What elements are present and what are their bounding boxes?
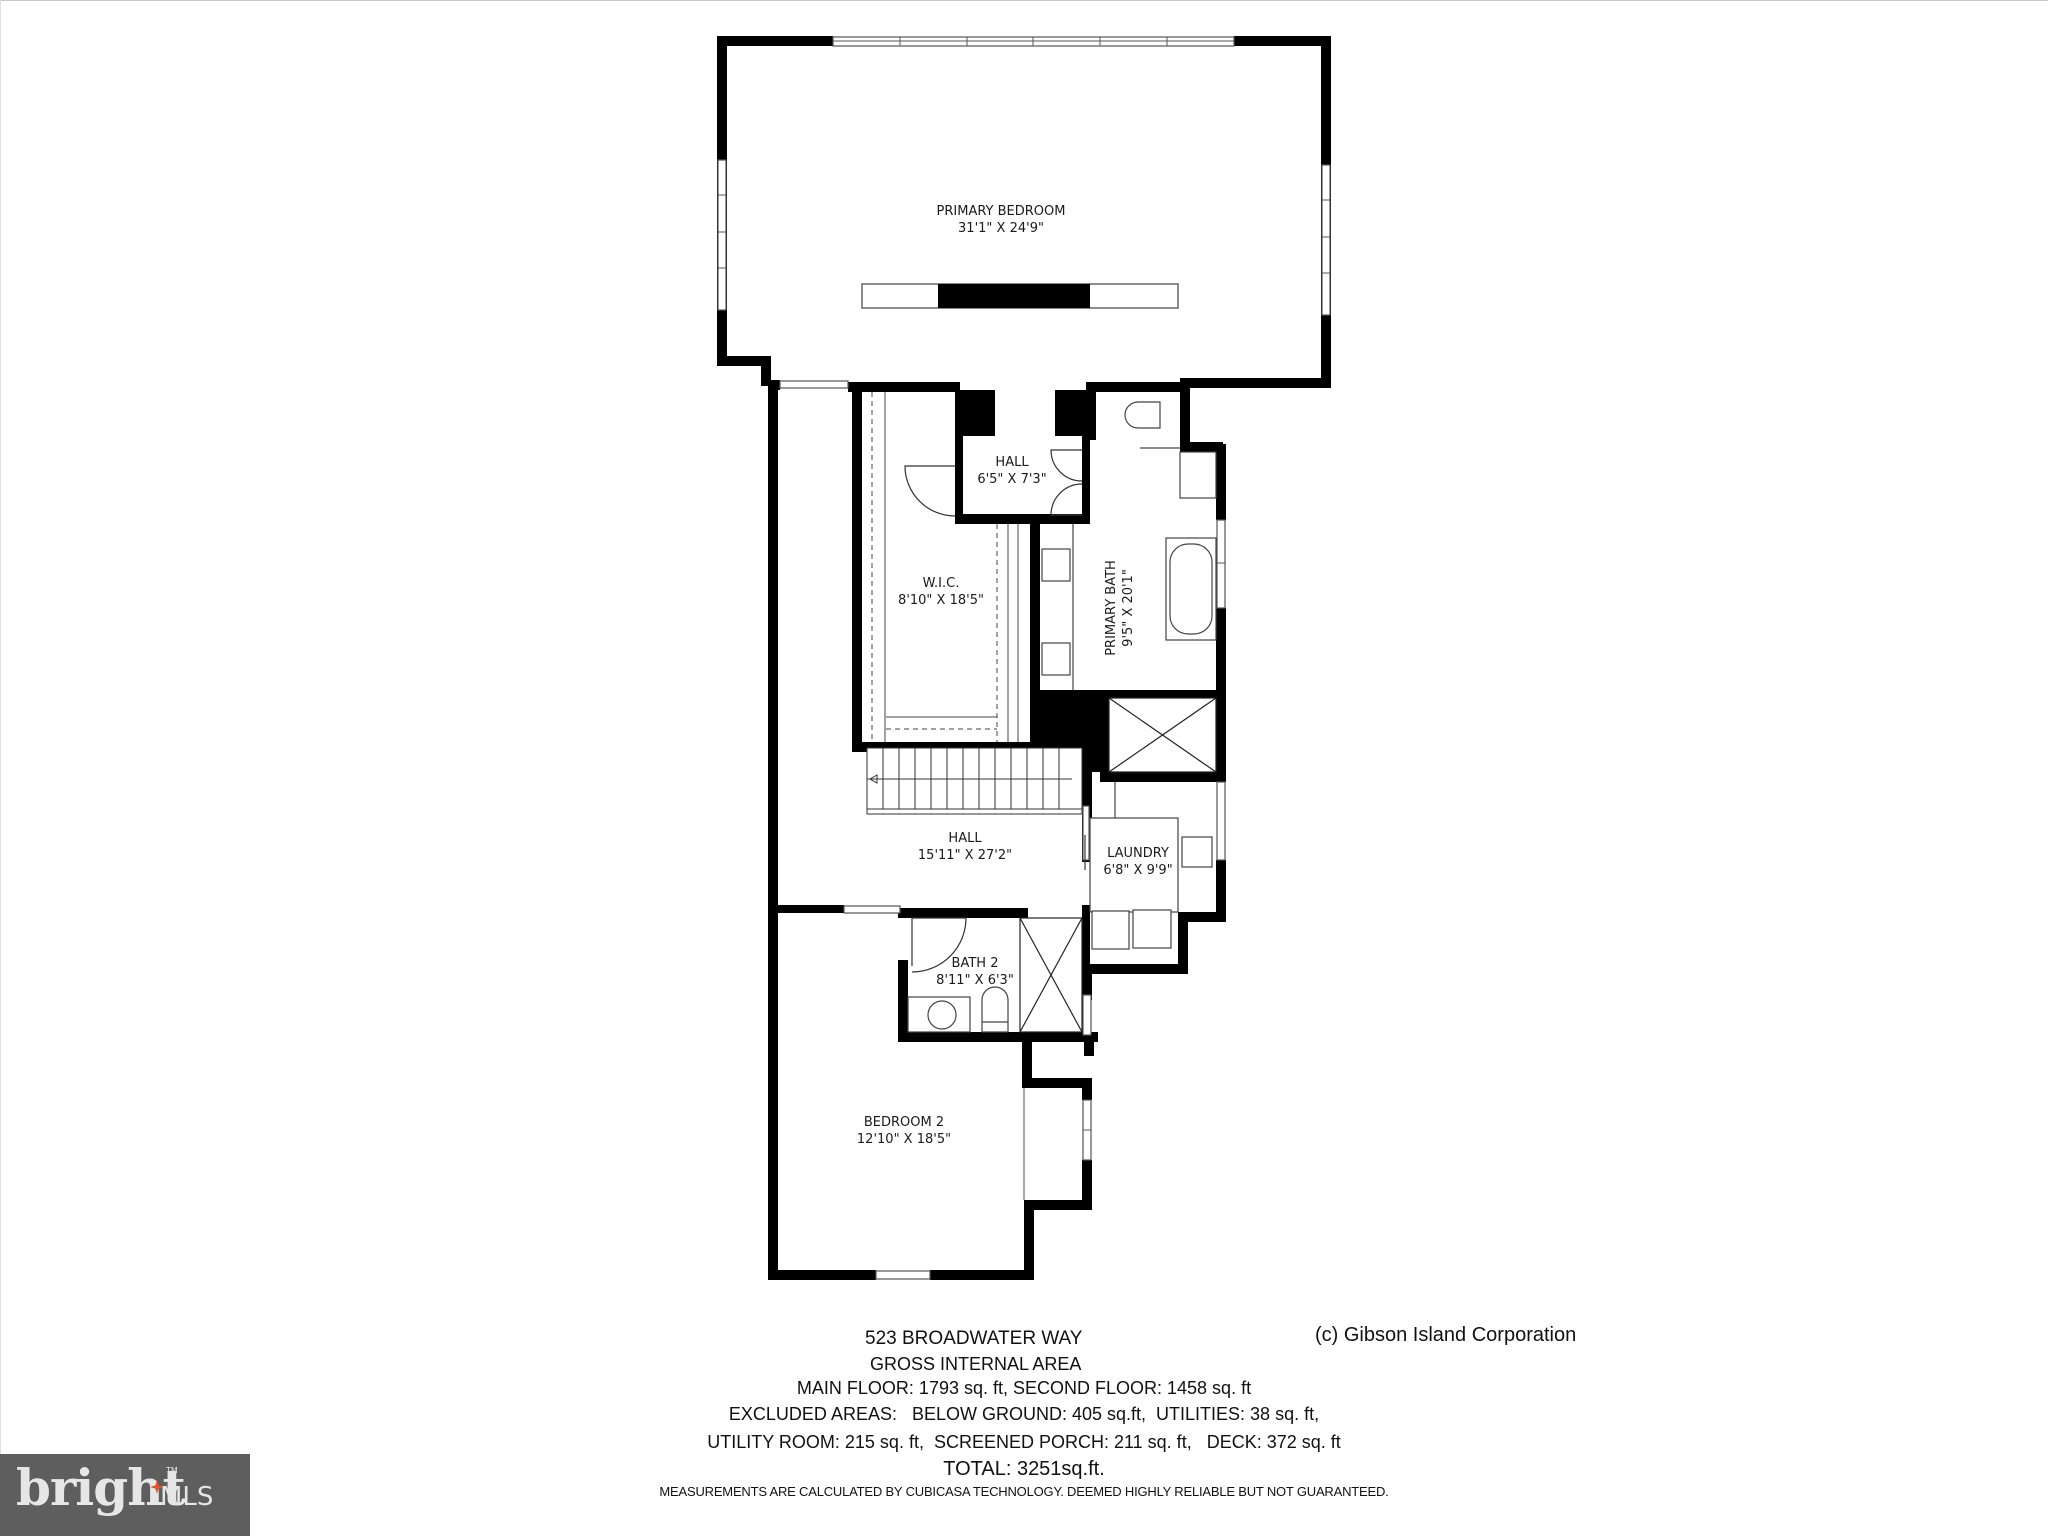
room-dimensions: 8'11" X 6'3" [936,973,1014,988]
room-primary-bedroom: PRIMARY BEDROOM 31'1" X 24'9" [937,203,1066,237]
wic-shelving [871,392,1019,742]
bath-2-fixtures [907,986,1009,1033]
left-border [0,0,1,1536]
primary-bedroom-fixture [861,283,1179,309]
copyright-notice: (c) Gibson Island Corporation [1315,1324,1577,1346]
room-name: LAUNDRY [1107,846,1169,861]
room-dimensions: 9'5" X 20'1" [1121,569,1136,647]
room-wic: W.I.C. 8'10" X 18'5" [898,575,984,609]
primary-bath-fixtures [1041,401,1217,690]
showers [1019,697,1217,1033]
room-name: W.I.C. [922,576,960,591]
room-dimensions: 6'8" X 9'9" [1103,863,1173,878]
staircase [866,747,1083,815]
top-border [0,0,2048,1]
room-dimensions: 8'10" X 18'5" [898,593,984,608]
room-name: HALL [948,831,982,846]
total-area: TOTAL: 3251sq.ft. [943,1458,1105,1480]
window-mullions [718,37,1330,1131]
excluded-areas-line: EXCLUDED AREAS: BELOW GROUND: 405 sq.ft,… [728,1404,1320,1424]
room-dimensions: 31'1" X 24'9" [958,221,1044,236]
logo-star-icon [150,1480,164,1494]
room-name: HALL [995,455,1029,470]
room-name: BATH 2 [951,956,999,971]
room-name: BEDROOM 2 [863,1115,945,1130]
room-name: PRIMARY BATH [1104,560,1119,656]
room-laundry: LAUNDRY 6'8" X 9'9" [1103,845,1172,879]
walls [717,36,1331,1280]
gross-internal-area-heading: GROSS INTERNAL AREA [870,1354,1082,1374]
room-hall-main: HALL 15'11" X 27'2" [918,830,1012,864]
laundry-fixtures [1089,782,1213,950]
room-primary-bath: PRIMARY BATH 9'5" X 20'1" [1103,560,1137,656]
floor-area-summary: MAIN FLOOR: 1793 sq. ft, SECOND FLOOR: 1… [796,1378,1252,1398]
room-dimensions: 15'11" X 27'2" [917,848,1013,863]
room-dimensions: 6'5" X 7'3" [977,472,1047,487]
property-address: 523 BROADWATER WAY [865,1328,1083,1349]
room-hall-upper: HALL 6'5" X 7'3" [977,454,1046,488]
measurement-disclaimer: MEASUREMENTS ARE CALCULATED BY CUBICASA … [659,1484,1389,1499]
room-name: PRIMARY BEDROOM [936,204,1066,219]
room-dimensions: 12'10" X 18'5" [856,1132,952,1147]
room-bath-2: BATH 2 8'11" X 6'3" [936,955,1014,989]
other-areas-line: UTILITY ROOM: 215 sq. ft, SCREENED PORCH… [707,1432,1341,1452]
room-bedroom-2: BEDROOM 2 12'10" X 18'5" [857,1114,951,1148]
logo-mls-text: MLS [160,1482,214,1512]
doors [904,449,1086,973]
logo-trademark: TM [166,1466,178,1475]
bright-mls-logo: bright TM MLS [0,1454,250,1536]
